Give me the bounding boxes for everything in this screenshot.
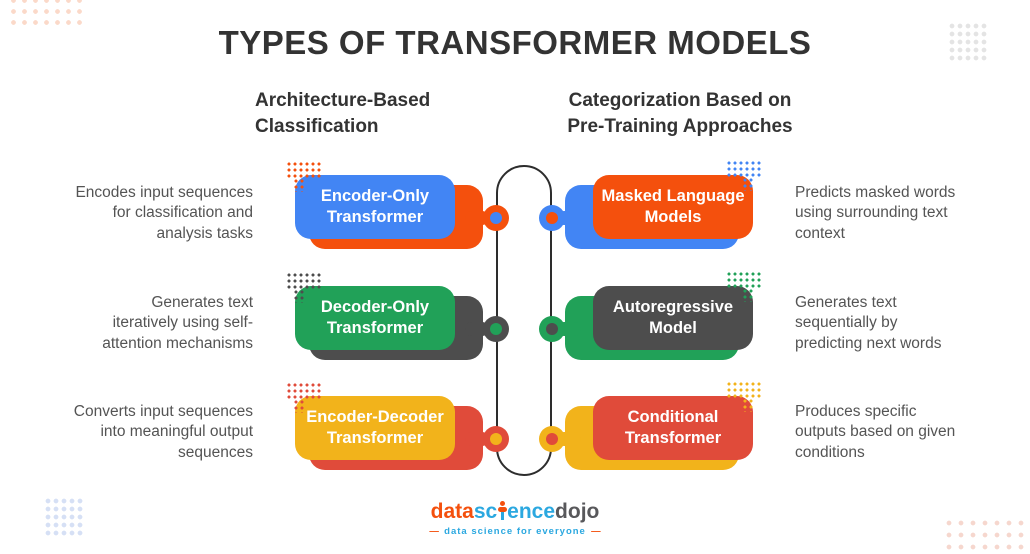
person-body (497, 506, 507, 512)
connector-node (483, 426, 509, 452)
card-face: Conditional Transformer (593, 396, 753, 460)
corner-dots-bottom-right (943, 517, 1030, 554)
tagline-dash-left: — (429, 526, 445, 537)
corner-dots-top-right (948, 22, 989, 61)
accent-dots (286, 161, 322, 192)
card-face: Encoder-Only Transformer (295, 175, 455, 239)
connector-node (539, 205, 565, 231)
card-face: Masked Language Models (593, 175, 753, 239)
connector-node (483, 205, 509, 231)
description-autoregressive: Generates text sequentially by predictin… (795, 294, 942, 352)
description-masked-language: Predicts masked words using surrounding … (795, 184, 956, 242)
accent-dots (286, 382, 322, 413)
logo-text-sc: sc (473, 500, 498, 523)
page-title: TYPES OF TRANSFORMER MODELS (218, 24, 812, 61)
letter-i-stem (500, 512, 504, 520)
card-face: Autoregressive Model (593, 286, 753, 350)
connector-node (539, 426, 565, 452)
corner-dots-top-left (8, 0, 87, 29)
accent-dots (286, 272, 322, 303)
description-encoder-decoder: Converts input sequences into meaningful… (73, 403, 253, 461)
connector-node (539, 316, 565, 342)
heading-architecture-classification: Architecture-Based Classification (255, 90, 431, 138)
person-head (499, 501, 505, 506)
model-card-decoder-only: Decoder-Only Transformer (286, 272, 509, 360)
accent-dots (726, 160, 762, 191)
person-icon (497, 501, 507, 520)
heading-pretraining-categorization: Categorization Based on Pre-Training App… (567, 90, 793, 138)
model-card-label: Encoder-Only Transformer (320, 187, 430, 226)
model-card-label: Masked Language Models (601, 187, 745, 226)
model-card-autoregressive: Autoregressive Model (539, 271, 762, 360)
card-face: Decoder-Only Transformer (295, 286, 455, 350)
corner-dots-bottom-left (44, 497, 85, 536)
model-card-encoder-decoder: Encoder-Decoder Transformer (286, 382, 509, 470)
model-card-label: Decoder-Only Transformer (320, 298, 430, 337)
tagline-text: data science for everyone (444, 526, 586, 537)
model-card-label: Autoregressive Model (612, 298, 734, 337)
model-card-conditional: Conditional Transformer (539, 381, 762, 470)
logo-text-dojo: dojo (555, 500, 600, 523)
description-encoder-only: Encodes input sequences for classificati… (75, 184, 253, 242)
logo-text-ence: ence (507, 500, 556, 523)
model-card-label: Encoder-Decoder Transformer (306, 408, 444, 447)
description-decoder-only: Generates text iteratively using self- a… (102, 294, 253, 352)
model-card-masked-language: Masked Language Models (539, 160, 762, 249)
description-conditional: Produces specific outputs based on given… (795, 403, 956, 461)
logo-tagline: — data science for everyone — (0, 526, 1030, 537)
accent-dots (726, 381, 762, 412)
card-face: Encoder-Decoder Transformer (295, 396, 455, 460)
model-card-label: Conditional Transformer (624, 408, 722, 447)
accent-dots (726, 271, 762, 302)
model-card-encoder-only: Encoder-Only Transformer (286, 161, 509, 249)
connector-node (483, 316, 509, 342)
tagline-dash-right: — (585, 526, 601, 537)
logo-text-data: data (430, 500, 474, 523)
